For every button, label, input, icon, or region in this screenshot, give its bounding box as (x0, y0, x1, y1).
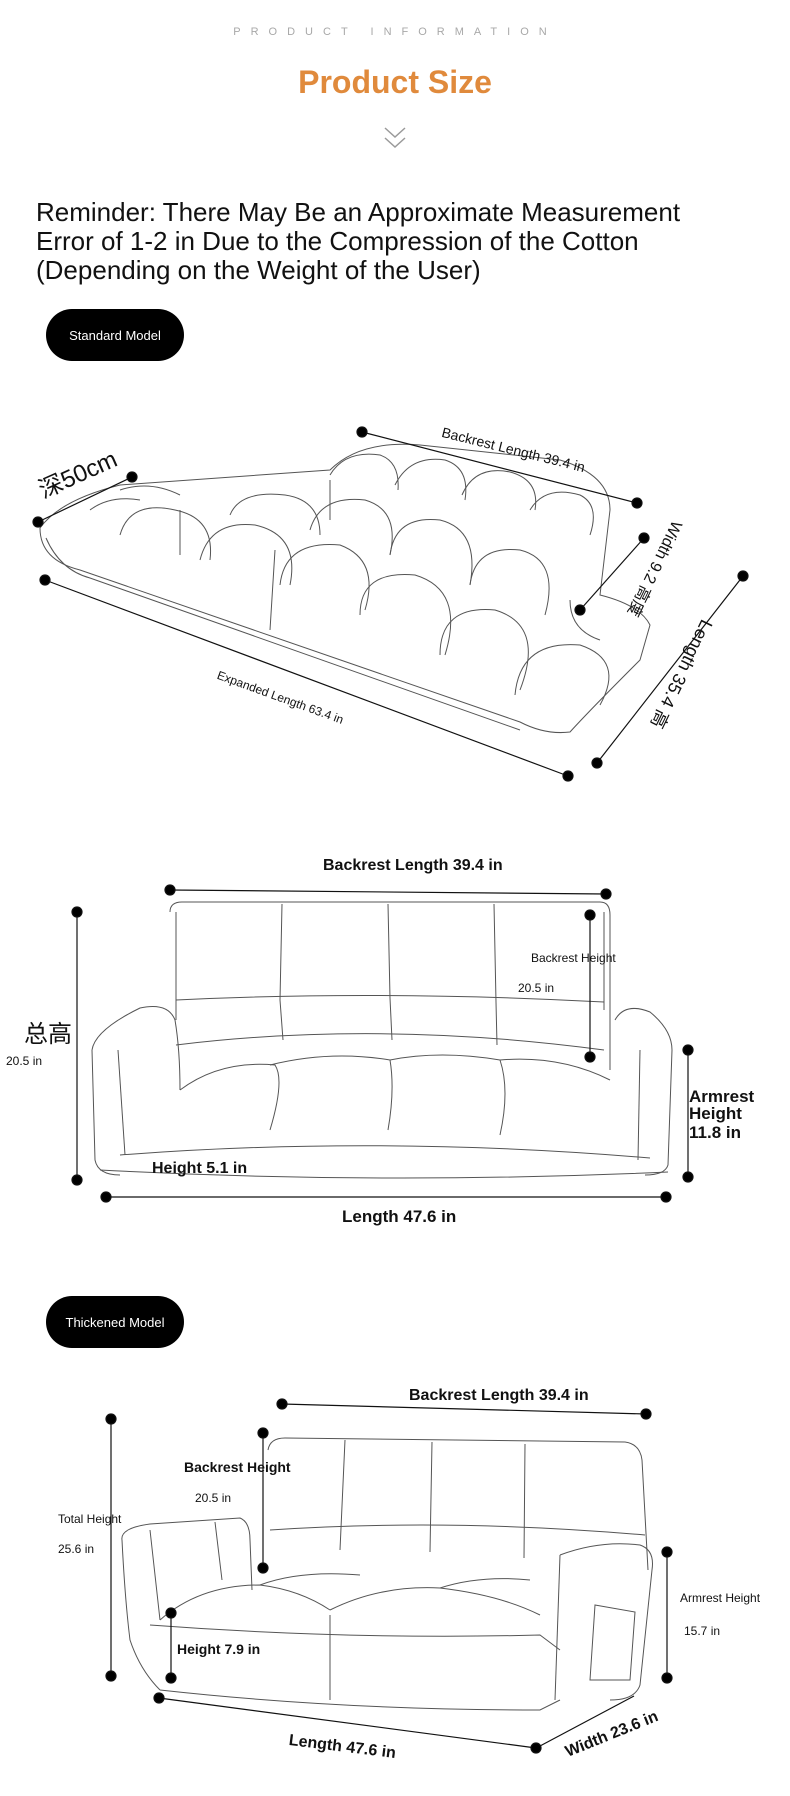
front-length-label: Length 47.6 in (342, 1207, 457, 1226)
section-eyebrow: PRODUCT INFORMATION (233, 26, 557, 38)
standard-model-label: Standard Model (69, 327, 161, 343)
thick-armrest-height-value: 15.7 in (684, 1624, 721, 1638)
thick-total-height-value: 25.6 in (58, 1542, 95, 1556)
front-backrest-height-value: 20.5 in (518, 981, 555, 995)
standard-sofa-top-view (32, 426, 749, 782)
page-title: Product Size (298, 64, 492, 100)
front-backrest-length-label: Backrest Length 39.4 in (323, 857, 503, 874)
thick-backrest-height-value: 20.5 in (195, 1491, 232, 1505)
front-seat-height-label: Height 5.1 in (152, 1160, 248, 1177)
standard-model-pill: Standard Model (46, 309, 184, 361)
thick-backrest-height-label: Backrest Height (184, 1459, 291, 1475)
measurement-reminder: Reminder: There May Be an Approximate Me… (36, 197, 681, 285)
standard-sofa-front-view (71, 884, 694, 1203)
thickened-sofa-view (105, 1398, 673, 1754)
front-armrest-height-value: 11.8 in (689, 1123, 741, 1142)
front-total-height-value: 20.5 in (6, 1054, 43, 1068)
thick-total-height-label: Total Height (58, 1512, 122, 1526)
thick-backrest-length-label: Backrest Length 39.4 in (409, 1387, 589, 1404)
thick-seat-height-label: Height 7.9 in (177, 1641, 261, 1657)
front-armrest-height-label: Armrest Height (689, 1087, 755, 1123)
thickened-model-label: Thickened Model (65, 1314, 165, 1330)
thick-armrest-height-label: Armrest Height (680, 1591, 761, 1605)
front-backrest-height-label: Backrest Height (531, 951, 616, 965)
thickened-model-pill: Thickened Model (46, 1296, 184, 1348)
double-chevron-down-icon (384, 127, 406, 149)
front-total-height-label: 总高 (24, 1021, 72, 1048)
